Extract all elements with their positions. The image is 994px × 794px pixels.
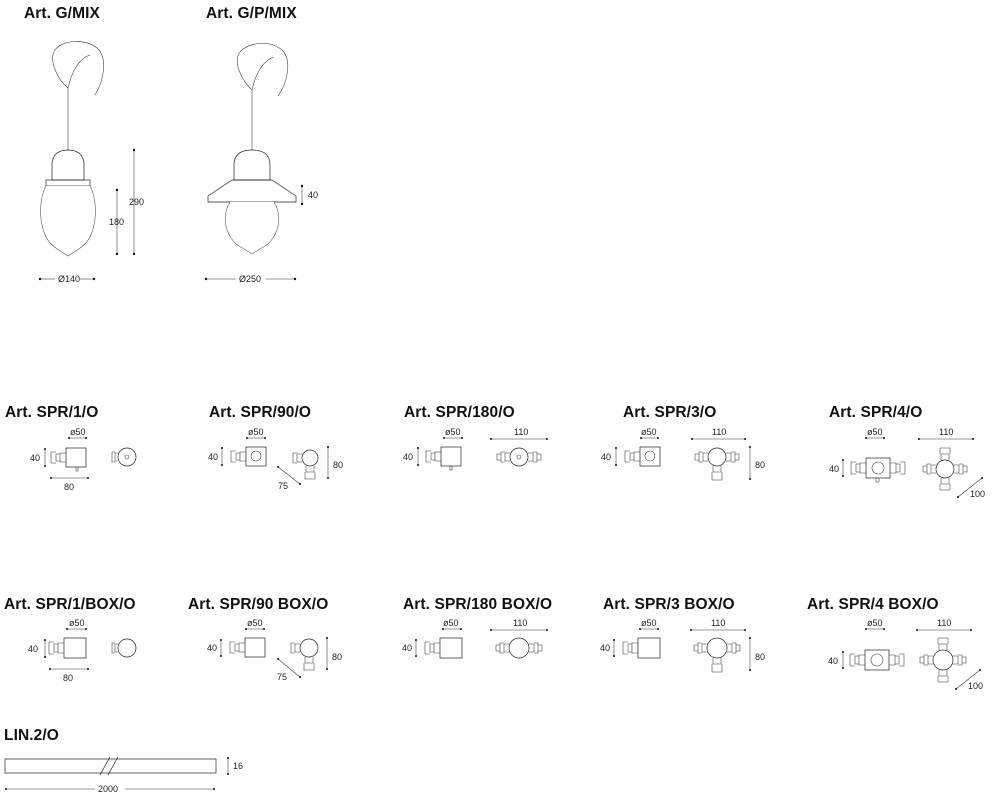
- spr-180-box-o-drawing: [415, 628, 548, 659]
- pendant-g-mix-drawing: [38, 41, 136, 281]
- pendant-g-mix-diameter: Ø140: [58, 274, 81, 284]
- spr-3-box-o-height: 40: [600, 643, 611, 653]
- pendant-gp-mix-shade-height: 40: [308, 190, 319, 200]
- spr-1-box-o-width: 80: [63, 673, 74, 683]
- spr-4-o-title: Art. SPR/4/O: [829, 404, 923, 421]
- spr-180-box-o-title: Art. SPR/180 BOX/O: [403, 596, 553, 613]
- spr-90-o-drawing: [221, 437, 329, 485]
- lin-2-o-height: 16: [233, 761, 244, 771]
- spr-4-o-diameter: ø50: [867, 427, 883, 437]
- spr-4-box-o-title: Art. SPR/4 BOX/O: [807, 596, 939, 613]
- spr-4-o-height: 40: [829, 464, 840, 474]
- spr-3-box-o-diameter: ø50: [641, 618, 657, 628]
- spr-3-box-o-title: Art. SPR/3 BOX/O: [603, 596, 735, 613]
- spr-1-box-o-diameter: ø50: [69, 618, 85, 628]
- lin-2-o-title: LIN.2/O: [4, 727, 59, 744]
- spr-180-o-diameter: ø50: [445, 427, 461, 437]
- spr-180-o-length: 110: [514, 427, 529, 437]
- spr-180-box-o-height: 40: [402, 643, 413, 653]
- spr-3-o-diameter: ø50: [641, 427, 657, 437]
- spr-90-o-height: 40: [208, 452, 219, 462]
- spr-1-o-height: 40: [30, 453, 41, 463]
- spr-90-o-side: 80: [333, 460, 344, 470]
- spr-180-box-o-diameter: ø50: [443, 618, 459, 628]
- spr-1-o-diameter: ø50: [70, 427, 86, 437]
- lin-2-o-length: 2000: [98, 784, 119, 794]
- pendant-gp-mix-diameter: Ø250: [239, 274, 262, 284]
- spr-90-box-o-height: 40: [207, 643, 218, 653]
- spr-180-o-height: 40: [403, 452, 414, 462]
- spr-90-o-title: Art. SPR/90/O: [209, 404, 312, 421]
- spr-90-o-diag: 75: [278, 481, 289, 491]
- pendant-gp-mix-drawing: [204, 43, 304, 281]
- spr-1-box-o-drawing: [44, 628, 137, 670]
- spr-3-o-side: 80: [755, 460, 766, 470]
- spr-90-box-o-drawing: [220, 628, 328, 678]
- spr-90-box-o-title: Art. SPR/90 BOX/O: [188, 596, 329, 613]
- spr-3-o-length: 110: [712, 427, 727, 437]
- spr-3-box-o-drawing: [613, 628, 751, 673]
- spr-1-box-o-title: Art. SPR/1/BOX/O: [4, 596, 136, 613]
- spr-3-box-o-length: 110: [711, 618, 726, 628]
- spr-3-o-drawing: [615, 437, 751, 481]
- spr-90-box-o-side: 80: [332, 652, 343, 662]
- spr-180-box-o-length: 110: [513, 618, 528, 628]
- spr-4-box-o-diag: 100: [968, 681, 984, 691]
- spr-90-box-o-diag: 75: [277, 672, 288, 682]
- spr-180-o-title: Art. SPR/180/O: [404, 404, 515, 421]
- spr-3-o-title: Art. SPR/3/O: [623, 404, 717, 421]
- spr-1-box-o-height: 40: [28, 644, 39, 654]
- spr-90-box-o-diameter: ø50: [247, 618, 263, 628]
- spr-90-o-diameter: ø50: [248, 427, 264, 437]
- spr-4-o-drawing: [842, 437, 983, 498]
- pendant-g-mix-title: Art. G/MIX: [24, 5, 100, 22]
- spr-4-o-diag: 100: [970, 489, 986, 499]
- spr-1-o-width: 80: [64, 482, 75, 492]
- spr-4-o-length: 110: [939, 427, 954, 437]
- spr-1-o-drawing: [44, 437, 137, 479]
- spr-4-box-o-diameter: ø50: [867, 618, 883, 628]
- spr-4-box-o-length: 110: [937, 618, 952, 628]
- spr-3-o-height: 40: [601, 452, 612, 462]
- pendant-gp-mix-title: Art. G/P/MIX: [206, 5, 297, 22]
- spr-3-box-o-side: 80: [755, 652, 766, 662]
- spr-180-o-drawing: [417, 437, 548, 471]
- lin-2-o-drawing: [4, 756, 229, 790]
- pendant-g-mix-height-total: 290: [129, 197, 145, 207]
- spr-4-box-o-height: 40: [828, 656, 839, 666]
- spr-1-o-title: Art. SPR/1/O: [5, 404, 99, 421]
- pendant-g-mix-height-bulb: 180: [109, 217, 125, 227]
- spr-4-box-o-drawing: [842, 628, 981, 690]
